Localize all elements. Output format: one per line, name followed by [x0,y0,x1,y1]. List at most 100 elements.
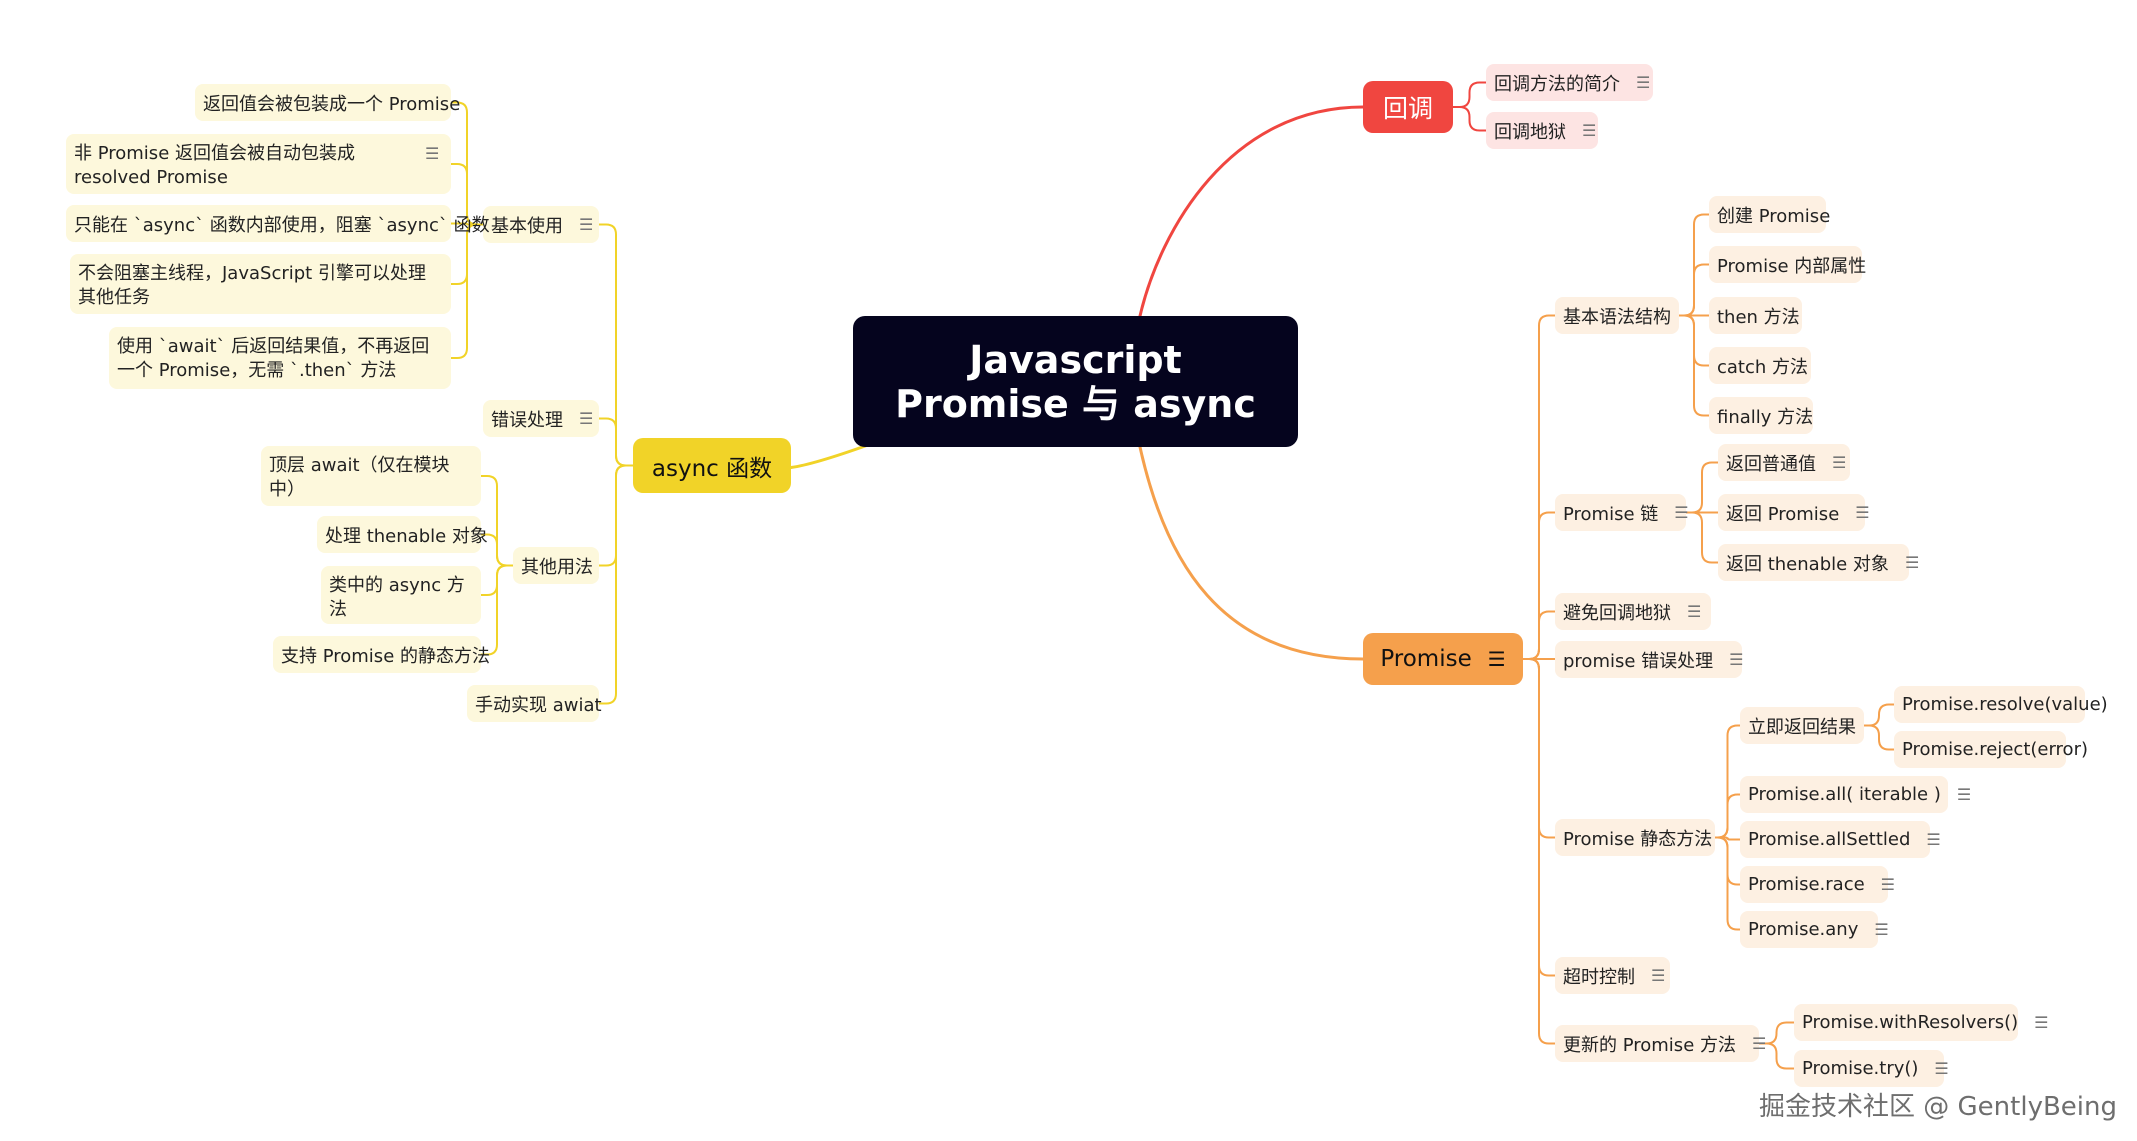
notes-icon[interactable]: ☰ [1729,649,1744,669]
branch-connector [480,533,514,567]
branch-connector [1685,461,1719,514]
notes-icon[interactable]: ☰ [579,408,594,428]
syntax-create-promise[interactable]: 创建 Promise [1709,196,1830,233]
usage-wrap-promise[interactable]: 返回值会被包装成一个 Promise [195,84,460,121]
other-class-async[interactable]: 类中的 async 方法 [321,566,481,624]
static-all[interactable]: Promise.all( iterable ) ☰ [1740,776,1971,813]
async-manual-await[interactable]: 手动实现 awiat [467,685,602,722]
static-all-settled[interactable]: Promise.allSettled ☰ [1740,821,1941,858]
node-label: 处理 thenable 对象 [325,525,488,547]
usage-resolved[interactable]: 非 Promise 返回值会被自动包装成 resolved Promise ☰ [66,134,451,194]
node-label: Promise.all( iterable ) [1748,784,1941,805]
topic-callback-label: 回调 [1382,94,1433,123]
node-label: 类中的 async 方法 [329,575,465,620]
node-label: Promise.allSettled [1748,829,1911,850]
notes-icon[interactable]: ☰ [425,144,440,163]
promise-avoid-hell[interactable]: 避免回调地狱 ☰ [1555,593,1711,630]
branch-connector [1522,658,1556,1045]
other-thenable[interactable]: 处理 thenable 对象 [317,516,488,553]
notes-icon[interactable]: ☰ [1934,1058,1949,1078]
static-resolve[interactable]: Promise.resolve(value) [1894,686,2108,723]
notes-icon[interactable]: ☰ [1674,502,1689,522]
other-top-level-await[interactable]: 顶层 await（仅在模块中） [261,446,481,506]
chain-thenable[interactable]: 返回 thenable 对象 ☰ [1718,544,1919,581]
newer-try[interactable]: Promise.try() ☰ [1794,1050,1949,1087]
notes-icon[interactable]: ☰ [1636,72,1651,92]
async-other-usage[interactable]: 其他用法 [513,547,599,584]
node-label: promise 错误处理 [1563,650,1714,672]
root-to-promise [1138,445,1365,661]
node-label: 不会阻塞主线程，JavaScript 引擎可以处理其他任务 [78,263,426,308]
notes-icon[interactable]: ☰ [1487,647,1506,671]
branch-connector [1714,836,1741,931]
callback-item-intro[interactable]: 回调方法的简介 ☰ [1486,64,1653,101]
notes-icon[interactable]: ☰ [1582,120,1597,140]
async-basic-usage[interactable]: 基本使用 ☰ [483,206,599,243]
node-label: 非 Promise 返回值会被自动包装成 resolved Promise [74,143,355,188]
newer-with-resolvers[interactable]: Promise.withResolvers() ☰ [1794,1004,2049,1041]
branch-connector [1685,511,1719,564]
node-label: 其他用法 [521,556,593,578]
node-label: Promise 静态方法 [1563,828,1713,850]
node-label: Promise.any [1748,919,1859,940]
notes-icon[interactable]: ☰ [1752,1033,1767,1053]
topic-promise[interactable]: Promise ☰ [1363,633,1523,685]
static-any[interactable]: Promise.any ☰ [1740,911,1889,948]
root-topic[interactable]: Javascript Promise 与 async [853,316,1298,447]
root-to-callback [1138,105,1365,318]
node-label: 支持 Promise 的静态方法 [281,645,490,667]
usage-non-blocking[interactable]: 不会阻塞主线程，JavaScript 引擎可以处理其他任务 [70,254,451,314]
notes-icon[interactable]: ☰ [1956,784,1972,804]
other-static-methods[interactable]: 支持 Promise 的静态方法 [273,636,490,673]
branch-connector [598,464,634,705]
chain-promise[interactable]: 返回 Promise ☰ [1718,494,1870,531]
chain-plain-value[interactable]: 返回普通值 ☰ [1718,444,1850,481]
syntax-then[interactable]: then 方法 [1709,297,1802,334]
callback-item-hell[interactable]: 回调地狱 ☰ [1486,112,1598,149]
node-label: 基本语法结构 [1563,306,1671,328]
async-error-handling[interactable]: 错误处理 ☰ [483,400,599,437]
branch-connector [1758,1021,1795,1045]
notes-icon[interactable]: ☰ [1874,919,1889,939]
static-reject[interactable]: Promise.reject(error) [1894,731,2088,768]
syntax-finally[interactable]: finally 方法 [1709,397,1813,434]
notes-icon[interactable]: ☰ [1926,829,1941,849]
topic-callback[interactable]: 回调 [1363,81,1453,133]
notes-icon[interactable]: ☰ [579,214,594,234]
syntax-catch[interactable]: catch 方法 [1709,347,1811,384]
static-race[interactable]: Promise.race ☰ [1740,866,1895,903]
branch-connector [1452,106,1487,132]
node-label: 只能在 `async` 函数内部使用，阻塞 `async` 函数 [74,214,490,236]
notes-icon[interactable]: ☰ [2034,1012,2049,1032]
usage-await-only-async[interactable]: 只能在 `async` 函数内部使用，阻塞 `async` 函数 [66,205,490,242]
node-label: finally 方法 [1717,406,1814,428]
promise-timeout[interactable]: 超时控制 ☰ [1555,957,1670,994]
promise-error-handling[interactable]: promise 错误处理 ☰ [1555,641,1744,678]
node-label: 返回 thenable 对象 [1726,553,1889,575]
notes-icon[interactable]: ☰ [1855,502,1870,522]
notes-icon[interactable]: ☰ [1651,965,1666,985]
promise-chain[interactable]: Promise 链 ☰ [1555,494,1689,531]
notes-icon[interactable]: ☰ [1904,552,1920,572]
syntax-internal-props[interactable]: Promise 内部属性 [1709,246,1866,283]
promise-basic-syntax[interactable]: 基本语法结构 [1555,297,1679,334]
callback-item-label: 回调方法的简介 [1494,73,1620,95]
node-label: 返回 Promise [1726,503,1840,525]
node-label: 超时控制 [1563,966,1635,988]
node-label: 更新的 Promise 方法 [1563,1034,1736,1056]
node-label: 基本使用 [491,215,563,237]
node-label: 手动实现 awiat [475,694,602,716]
notes-icon[interactable]: ☰ [1832,452,1847,472]
promise-static-methods[interactable]: Promise 静态方法 [1555,819,1715,856]
node-label: 立即返回结果 [1748,716,1856,738]
branch-connector [1714,836,1741,841]
node-label: Promise.resolve(value) [1902,694,2108,715]
promise-newer-methods[interactable]: 更新的 Promise 方法 ☰ [1555,1025,1766,1062]
usage-await-result[interactable]: 使用 `await` 后返回结果值，不再返回一个 Promise，无需 `.th… [109,327,451,389]
notes-icon[interactable]: ☰ [1687,601,1702,621]
notes-icon[interactable]: ☰ [1880,874,1896,894]
node-label: catch 方法 [1717,356,1809,378]
topic-async[interactable]: async 函数 [633,438,791,493]
static-immediate[interactable]: 立即返回结果 [1740,707,1864,744]
